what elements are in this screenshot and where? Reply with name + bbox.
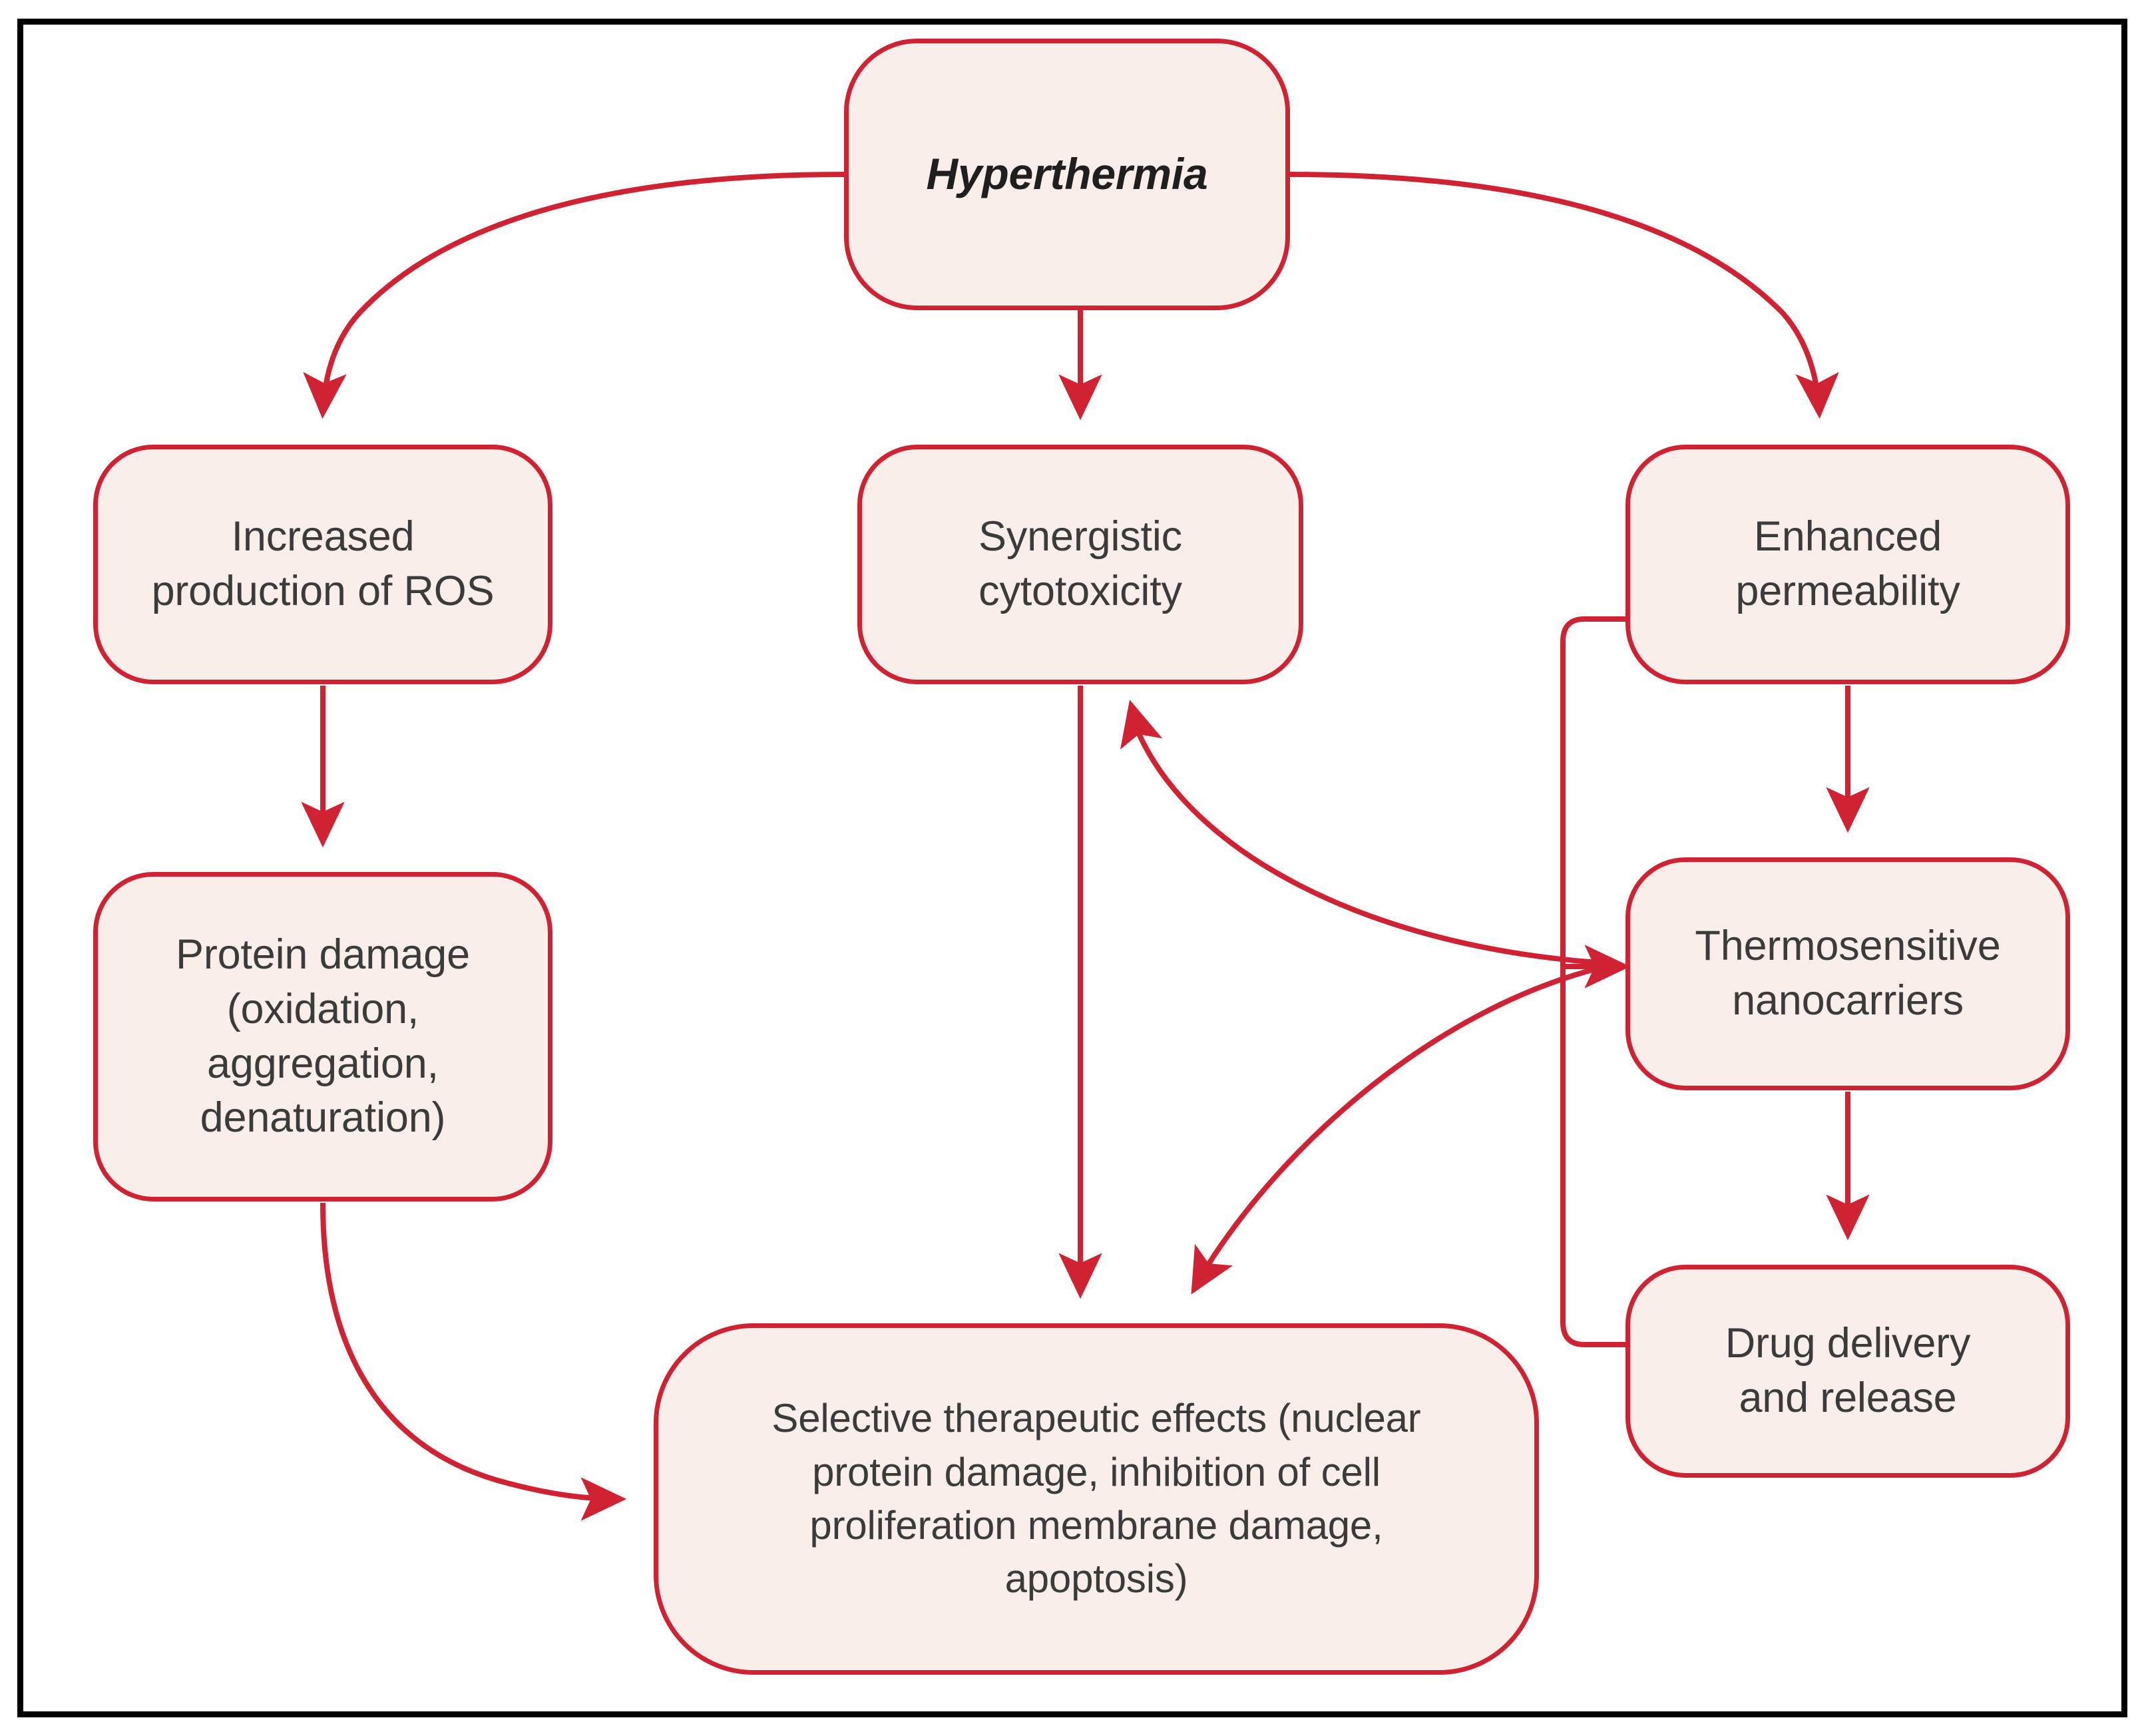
node-selective-therapeutic-effects[interactable]: Selective therapeutic effects (nuclear p… xyxy=(654,1323,1539,1675)
node-hyperthermia[interactable]: Hyperthermia xyxy=(844,39,1290,310)
node-selective-therapeutic-effects-label: Selective therapeutic effects (nuclear p… xyxy=(771,1396,1421,1602)
node-synergistic-cytotoxicity[interactable]: Synergistic cytotoxicity xyxy=(857,445,1303,684)
edge-bracket-rail xyxy=(1560,616,1625,1347)
node-enhanced-permeability-label: Enhanced permeability xyxy=(1735,513,1960,614)
node-enhanced-permeability[interactable]: Enhanced permeability xyxy=(1625,445,2070,684)
node-hyperthermia-label: Hyperthermia xyxy=(926,149,1208,199)
node-synergistic-cytotoxicity-label: Synergistic cytotoxicity xyxy=(978,513,1182,614)
node-increased-production-of-ros-label: Increased production of ROS xyxy=(151,513,495,614)
edge-nano-to-selective xyxy=(1191,966,1599,1295)
node-increased-production-of-ros[interactable]: Increased production of ROS xyxy=(93,445,552,684)
node-thermosensitive-nanocarriers-label: Thermosensitive nanocarriers xyxy=(1695,923,2001,1024)
node-drug-delivery-and-release-label: Drug delivery and release xyxy=(1725,1320,1971,1421)
node-drug-delivery-and-release[interactable]: Drug delivery and release xyxy=(1625,1265,2070,1478)
edge-protein-to-selective xyxy=(320,1202,627,1521)
edge-hyperthermia-to-ros xyxy=(303,172,845,419)
node-protein-damage[interactable]: Protein damage (oxidation, aggregation, … xyxy=(93,872,552,1201)
node-protein-damage-label: Protein damage (oxidation, aggregation, … xyxy=(176,931,470,1142)
node-thermosensitive-nanocarriers[interactable]: Thermosensitive nanocarriers xyxy=(1625,857,2070,1090)
edge-nano-to-synergy xyxy=(1120,700,1598,965)
edge-hyperthermia-to-permeability xyxy=(1289,172,1839,419)
